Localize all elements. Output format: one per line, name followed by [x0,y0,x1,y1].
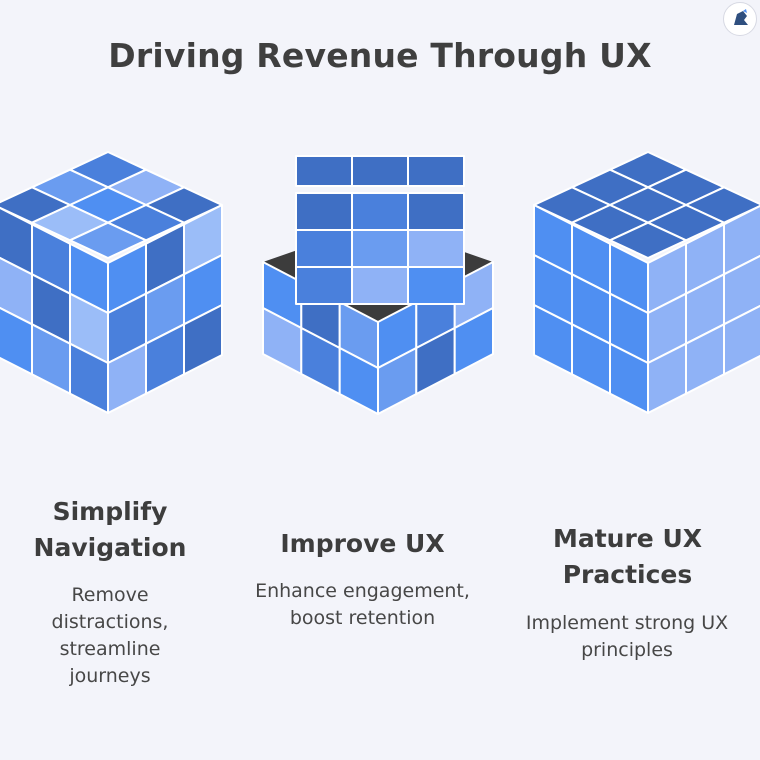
cube-sticker [723,254,760,326]
step-3-description: Implement strong UX principles [525,612,729,661]
cube-sticker [609,221,687,259]
cube-sticker [453,307,494,375]
brand-logo[interactable] [723,2,757,36]
cubes-illustration [0,151,760,415]
cube-sticker [723,304,760,376]
cube-sticker [351,229,409,268]
uniform-rubiks-cube [533,151,760,414]
step-3-title: Mature UX Practices [552,524,703,589]
step-2-description: Enhance engagement, boost retention [255,580,470,629]
cube-sticker [351,192,409,231]
opened-rubiks-cube [262,155,494,415]
cube-sticker [351,155,409,187]
cube-sticker [407,266,465,305]
cube-sticker [351,266,409,305]
step-1-title: Simplify Navigation [33,497,187,562]
cube-sticker [69,221,147,259]
cube-sticker [295,266,353,305]
cube-sticker [338,347,379,415]
cube-sticker [407,192,465,231]
cube-sticker [407,155,465,187]
cube-sticker [295,155,353,187]
solid-rubiks-cube [0,151,223,414]
cube-sticker [295,192,353,231]
brand-logo-icon [734,9,748,25]
cube-sticker [407,229,465,268]
cube-sticker [183,304,223,376]
step-2-title: Improve UX [280,529,445,558]
cube-sticker [295,229,353,268]
cube-sticker [723,204,760,276]
step-1-description: Remove distractions, streamline journeys [51,584,169,687]
page-title: Driving Revenue Through UX [108,36,652,75]
